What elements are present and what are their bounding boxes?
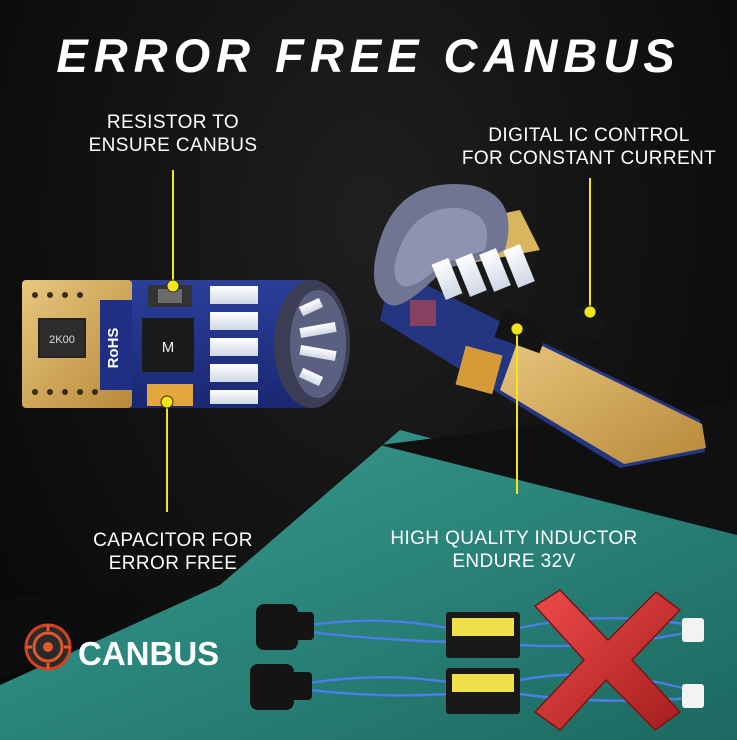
callout-lines bbox=[166, 170, 591, 512]
decoder-harness bbox=[250, 604, 704, 714]
resistor-callout-line-2: ENSURE CANBUS bbox=[88, 135, 258, 156]
capacitor-callout-dot bbox=[160, 395, 174, 409]
resistor-callout-dot bbox=[166, 279, 180, 293]
led-bulb-left: 2K00 RoHS M bbox=[22, 280, 350, 408]
resistor-code: 2K00 bbox=[49, 334, 75, 346]
capacitor-callout: CAPACITOR FOR ERROR FREE bbox=[78, 529, 268, 575]
digital-ic-callout-line-1: DIGITAL IC CONTROL bbox=[488, 125, 690, 146]
inductor-callout-line-2: ENDURE 32V bbox=[452, 551, 576, 572]
resistor-callout-line-1: RESISTOR TO bbox=[106, 112, 240, 133]
page-title: ERROR FREE CANBUS bbox=[56, 29, 681, 82]
capacitor-callout-line-2: ERROR FREE bbox=[108, 553, 238, 574]
rohs-mark: RoHS bbox=[105, 328, 122, 369]
inductor-callout-dot bbox=[510, 322, 524, 336]
no-decoder-cross-icon bbox=[533, 589, 682, 731]
digital-ic-callout-line-2: FOR CONSTANT CURRENT bbox=[461, 148, 717, 169]
canbus-logo-icon bbox=[24, 623, 72, 671]
resistor-callout: RESISTOR TO ENSURE CANBUS bbox=[78, 111, 268, 157]
digital-ic-callout: DIGITAL IC CONTROL FOR CONSTANT CURRENT bbox=[455, 124, 723, 170]
digital-ic-callout-dot bbox=[583, 305, 597, 319]
canbus-brand-text: CANBUS bbox=[78, 635, 220, 672]
inductor-callout-line-1: HIGH QUALITY INDUCTOR bbox=[390, 528, 638, 549]
ic-mark: M bbox=[162, 339, 175, 356]
led-bulb-right bbox=[374, 183, 706, 468]
teal-panel bbox=[0, 430, 737, 740]
inductor-callout: HIGH QUALITY INDUCTOR ENDURE 32V bbox=[378, 527, 650, 573]
capacitor-callout-line-1: CAPACITOR FOR bbox=[93, 530, 253, 551]
